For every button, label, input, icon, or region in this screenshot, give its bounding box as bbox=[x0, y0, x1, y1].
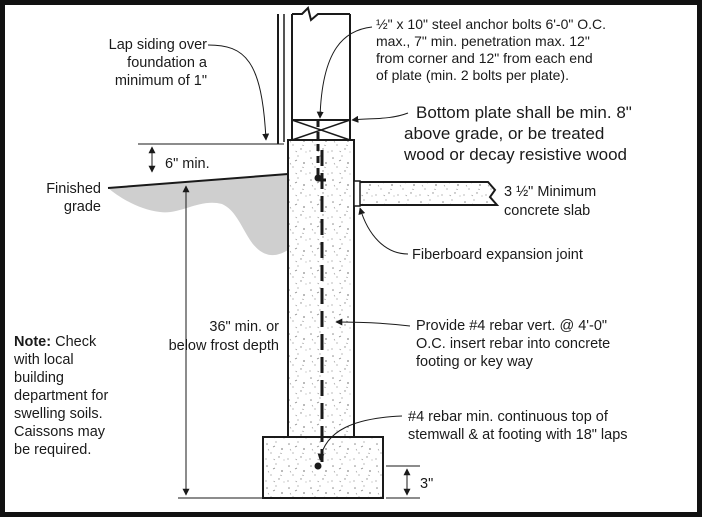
svg-text:foundation a: foundation a bbox=[127, 55, 208, 71]
svg-text:grade: grade bbox=[64, 199, 101, 215]
soil-mass bbox=[108, 174, 288, 256]
note-block: Note: Check with local building departme… bbox=[13, 334, 108, 458]
svg-text:stemwall & at footing with 18": stemwall & at footing with 18" laps bbox=[408, 427, 628, 443]
svg-text:Finished: Finished bbox=[46, 181, 101, 197]
svg-text:36" min. or: 36" min. or bbox=[209, 319, 279, 335]
svg-text:be required.: be required. bbox=[14, 442, 91, 458]
label-finished-grade: Finished grade bbox=[46, 181, 101, 215]
note-heading: Note: bbox=[14, 334, 51, 350]
svg-text:minimum of 1": minimum of 1" bbox=[115, 73, 207, 89]
svg-text:Provide #4 rebar vert. @ 4'-0": Provide #4 rebar vert. @ 4'-0" bbox=[416, 318, 607, 334]
wall-framing bbox=[277, 6, 351, 144]
label-slab: 3 ½" Minimum concrete slab bbox=[504, 184, 596, 219]
finished-grade-line bbox=[107, 173, 289, 189]
svg-text:3 ½" Minimum: 3 ½" Minimum bbox=[504, 184, 596, 200]
svg-text:of plate (min. 2 bolts per pla: of plate (min. 2 bolts per plate). bbox=[376, 67, 569, 83]
fiberboard-joint bbox=[353, 180, 361, 207]
label-bottom-plate: Bottom plate shall be min. 8" above grad… bbox=[403, 103, 632, 164]
leader-rebar-cont bbox=[317, 415, 403, 461]
svg-text:max., 7" min. penetration max.: max., 7" min. penetration max. 12" bbox=[376, 33, 590, 49]
top-rebar-dot bbox=[314, 174, 322, 182]
svg-text:below frost depth: below frost depth bbox=[169, 338, 279, 354]
dimension-3in bbox=[386, 465, 420, 499]
leader-anchor-bolts bbox=[316, 26, 373, 119]
concrete-footing bbox=[262, 436, 384, 499]
svg-text:department for: department for bbox=[14, 388, 108, 404]
svg-text:O.C. insert rebar into concret: O.C. insert rebar into concrete bbox=[416, 336, 610, 352]
svg-text:with local: with local bbox=[13, 352, 74, 368]
svg-text:Lap siding over: Lap siding over bbox=[109, 37, 208, 53]
svg-text:concrete slab: concrete slab bbox=[504, 203, 590, 219]
label-six-min: 6" min. bbox=[165, 156, 210, 172]
bottom-plate bbox=[291, 119, 351, 141]
svg-text:building: building bbox=[14, 370, 64, 386]
dimension-36in bbox=[178, 185, 262, 499]
svg-text:Note: Check: Note: Check bbox=[14, 334, 97, 350]
svg-text:wood or decay resistive wood: wood or decay resistive wood bbox=[403, 145, 627, 164]
svg-text:from corner and 12" from each: from corner and 12" from each end bbox=[376, 50, 593, 66]
label-anchor-bolts: ½" x 10" steel anchor bolts 6'-0" O.C. m… bbox=[376, 16, 606, 83]
footing-rebar-dot bbox=[314, 462, 322, 470]
leader-fiberboard bbox=[358, 207, 409, 255]
label-lap-siding: Lap siding over foundation a minimum of … bbox=[109, 37, 208, 89]
concrete-slab bbox=[353, 181, 500, 206]
svg-text:½" x 10" steel anchor bolts 6': ½" x 10" steel anchor bolts 6'-0" O.C. bbox=[376, 16, 606, 32]
label-depth: 36" min. or below frost depth bbox=[169, 319, 280, 354]
svg-text:Caissons may: Caissons may bbox=[14, 424, 106, 440]
label-fiberboard: Fiberboard expansion joint bbox=[412, 247, 583, 263]
svg-text:Bottom plate shall be min. 8": Bottom plate shall be min. 8" bbox=[416, 103, 632, 122]
leader-bottom-plate bbox=[351, 112, 409, 123]
label-three-in: 3" bbox=[420, 476, 433, 492]
leader-lap-siding bbox=[207, 44, 270, 141]
label-rebar-vert: Provide #4 rebar vert. @ 4'-0" O.C. inse… bbox=[416, 318, 610, 370]
break-line bbox=[292, 6, 350, 22]
svg-text:footing or key way: footing or key way bbox=[416, 354, 534, 370]
svg-text:above grade, or be treated: above grade, or be treated bbox=[404, 124, 604, 143]
dimension-6in bbox=[138, 143, 284, 173]
label-rebar-cont: #4 rebar min. continuous top of stemwall… bbox=[408, 409, 628, 443]
leader-rebar-vert bbox=[335, 318, 411, 327]
svg-text:#4 rebar min. continuous top o: #4 rebar min. continuous top of bbox=[408, 409, 609, 425]
svg-text:swelling soils.: swelling soils. bbox=[14, 406, 103, 422]
